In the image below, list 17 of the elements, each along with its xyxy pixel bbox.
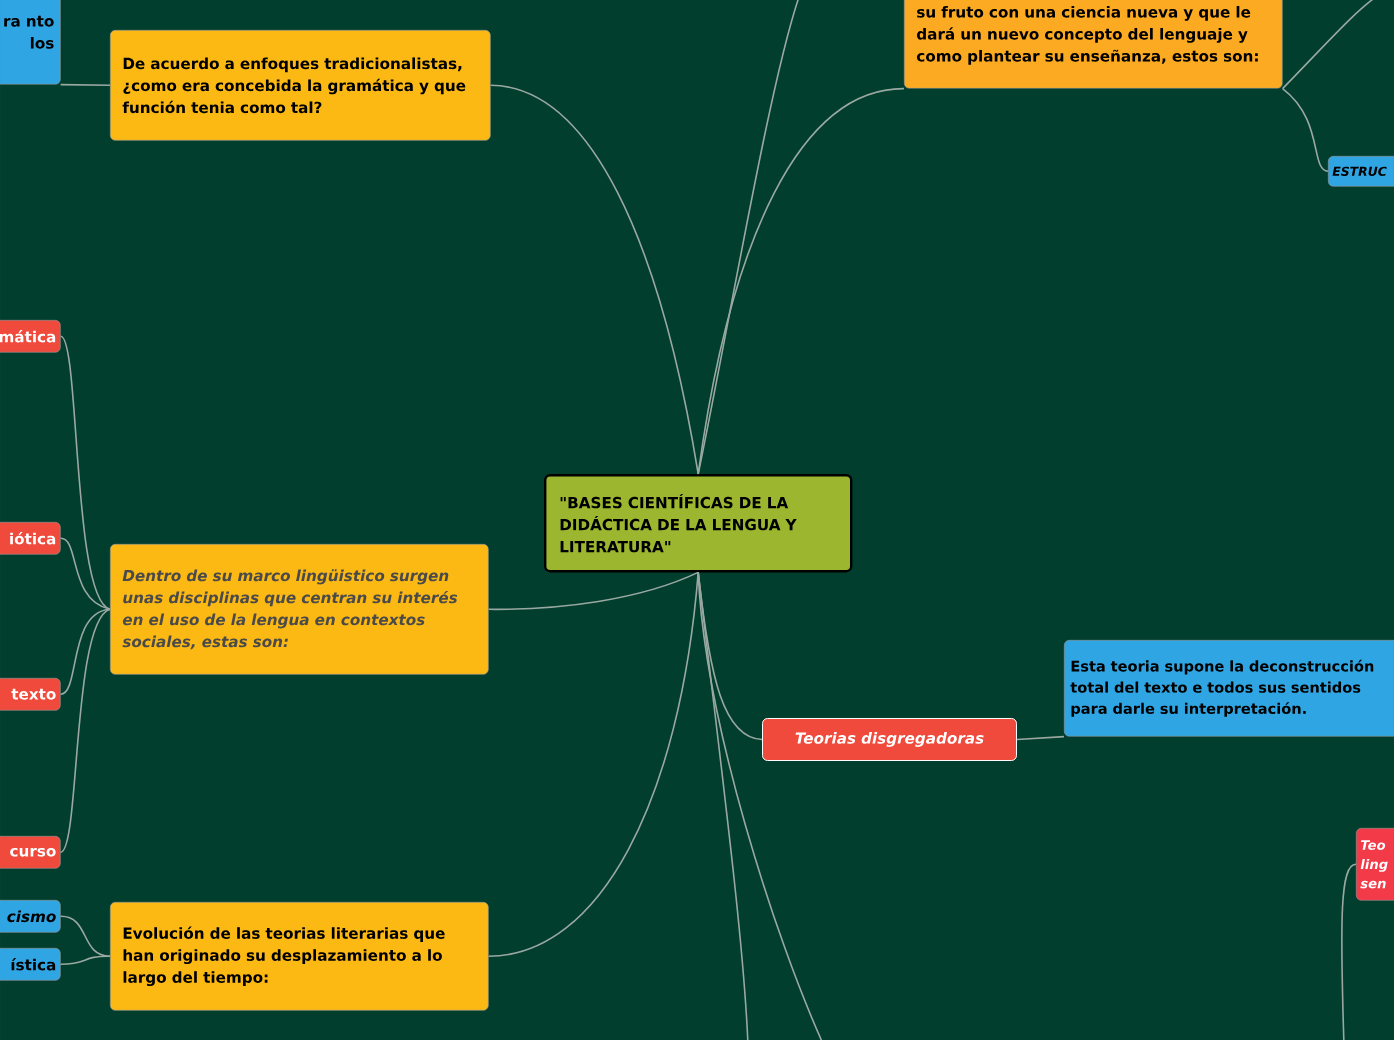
connector-line <box>59 915 111 958</box>
connector-line <box>59 608 111 696</box>
connector-line <box>697 0 801 475</box>
connector-line <box>697 87 905 475</box>
connector-line <box>697 571 825 1040</box>
connector-line <box>487 571 699 611</box>
connector-line <box>489 84 699 475</box>
connector-line <box>59 83 111 87</box>
connector-line <box>59 608 111 854</box>
connector-line <box>59 335 111 611</box>
connector-line <box>487 571 699 958</box>
connector-line <box>59 955 111 966</box>
connector-line <box>1016 735 1065 741</box>
connector-line <box>59 537 111 611</box>
connector-line <box>1340 863 1357 1040</box>
connector-line <box>697 571 749 1040</box>
connector-line <box>1281 87 1329 173</box>
